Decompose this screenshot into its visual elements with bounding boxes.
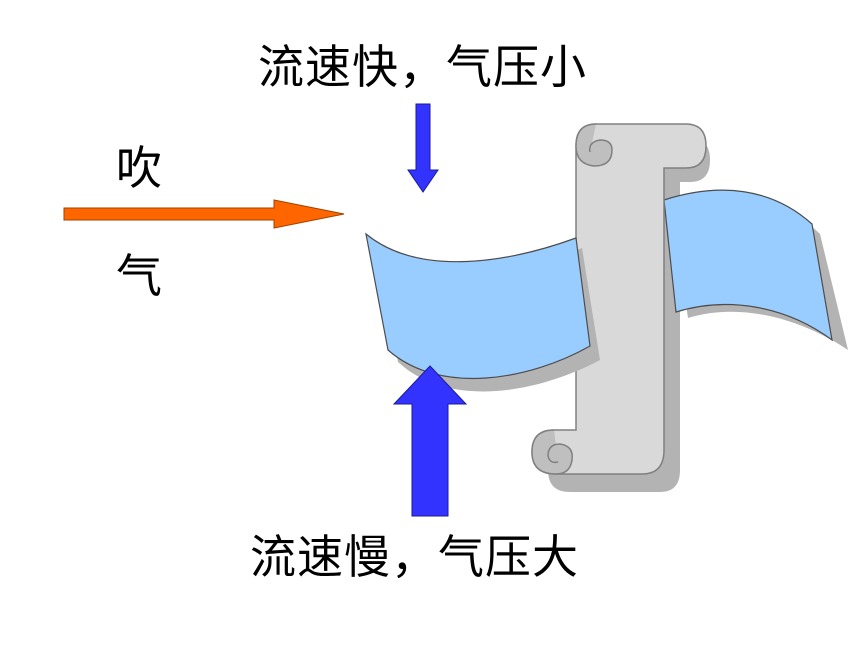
arrow-down-icon xyxy=(407,103,439,193)
paper-front xyxy=(365,232,600,392)
paper-back xyxy=(663,189,848,350)
slow-flow-high-pressure-label: 流速慢，气压大 xyxy=(250,530,579,584)
scroll-icon xyxy=(531,123,707,475)
blow-label-char-1: 吹 xyxy=(116,141,162,195)
fast-flow-low-pressure-label: 流速快，气压小 xyxy=(258,40,587,94)
blow-label-char-2: 气 xyxy=(116,249,162,303)
arrow-right-icon xyxy=(63,199,345,229)
arrow-up-icon xyxy=(392,365,468,517)
